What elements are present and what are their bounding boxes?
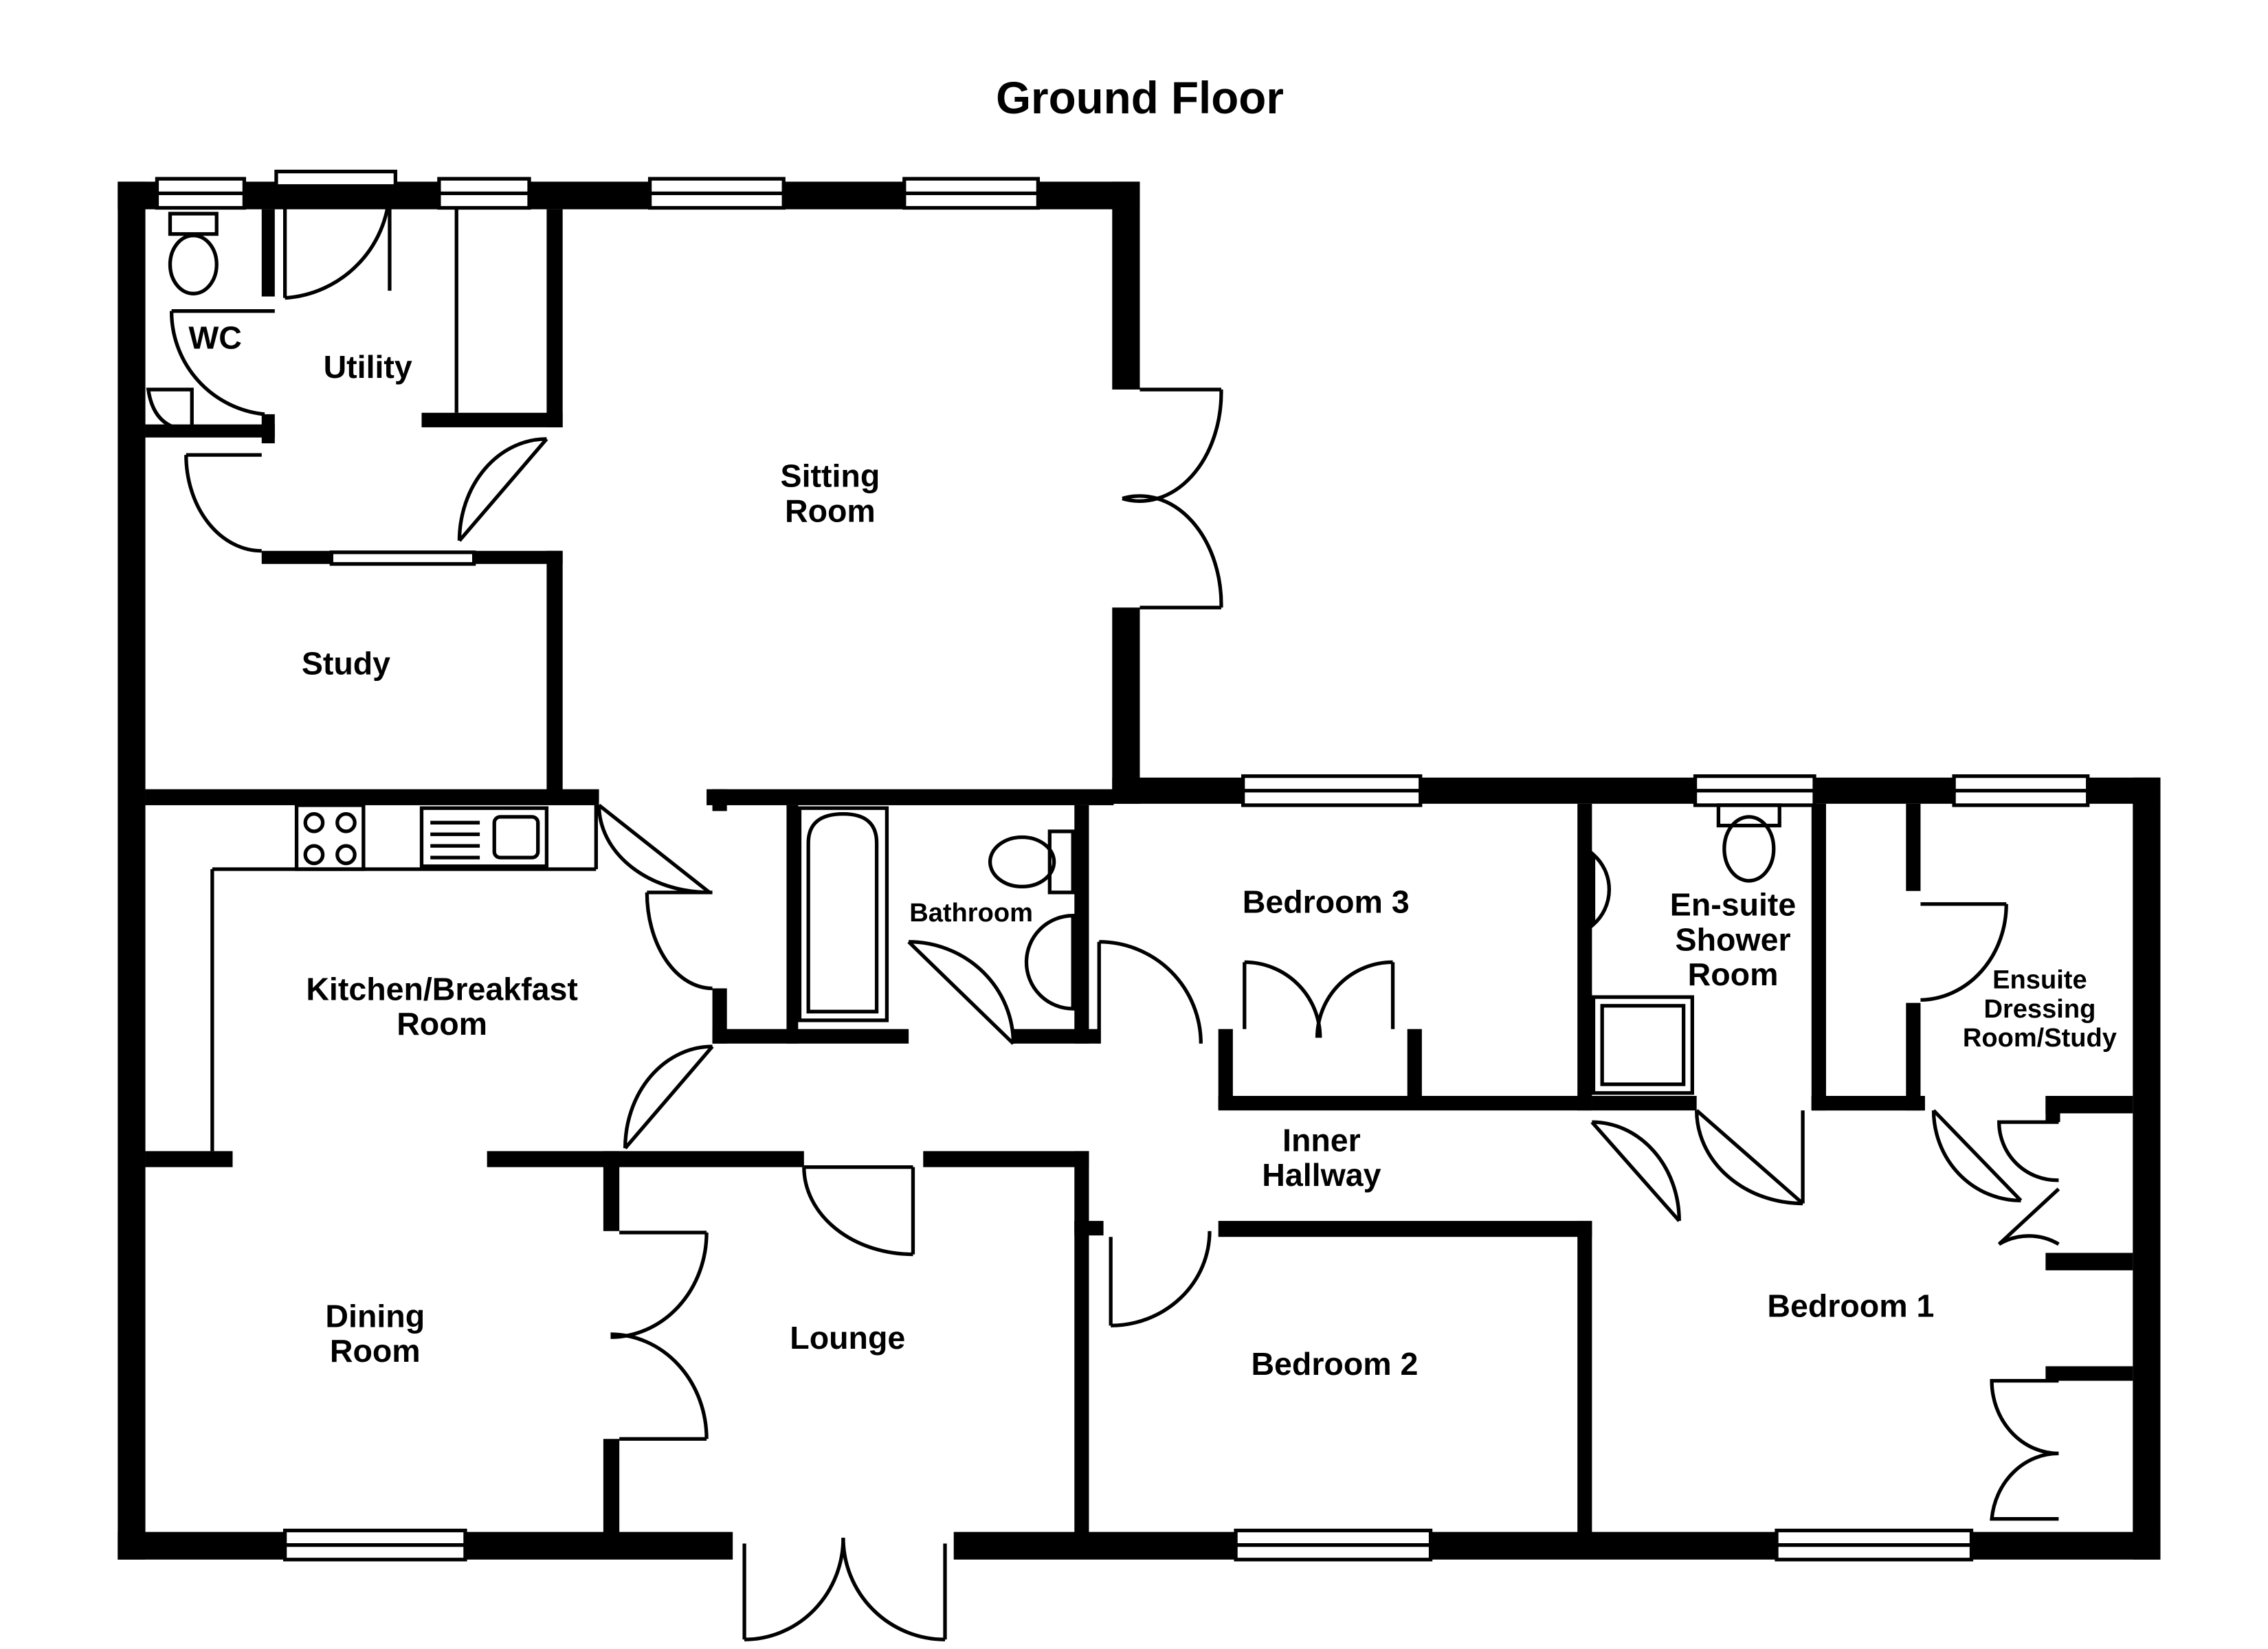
label-bedroom-2: Bedroom 2 (1251, 1346, 1418, 1382)
label-dining-room-2: Room (330, 1333, 421, 1369)
label-bathroom: Bathroom (909, 899, 1033, 928)
doors (169, 169, 2060, 1641)
windows (155, 177, 2090, 1562)
floor-title: Ground Floor (996, 73, 1284, 123)
fixtures (146, 212, 1781, 1152)
room-labels: WC Utility Sitting Room Study Kitchen/Br… (188, 320, 2117, 1382)
label-wc: WC (188, 320, 242, 356)
label-sitting-room-1: Sitting (781, 458, 880, 494)
label-ensuite-shower-2: Shower (1676, 921, 1791, 957)
label-ensuite-shower-3: Room (1688, 956, 1779, 992)
label-kitchen-2: Room (397, 1006, 487, 1042)
label-utility: Utility (324, 349, 412, 385)
label-study: Study (302, 646, 390, 682)
label-dining-room-1: Dining (325, 1298, 425, 1334)
interior-walls (145, 209, 2133, 1541)
label-dressing-2: Dressing (1983, 995, 2095, 1024)
label-kitchen-1: Kitchen/Breakfast (306, 971, 578, 1007)
label-ensuite-shower-1: En-suite (1670, 887, 1797, 923)
label-inner-hallway-1: Inner (1282, 1122, 1361, 1158)
label-dressing-3: Room/Study (1963, 1024, 2117, 1053)
label-bedroom-3: Bedroom 3 (1243, 884, 1410, 919)
label-lounge: Lounge (790, 1320, 905, 1356)
label-dressing-1: Ensuite (1992, 965, 2087, 994)
label-inner-hallway-2: Hallway (1262, 1157, 1381, 1193)
label-bedroom-1: Bedroom 1 (1767, 1288, 1934, 1324)
label-sitting-room-2: Room (785, 493, 876, 528)
